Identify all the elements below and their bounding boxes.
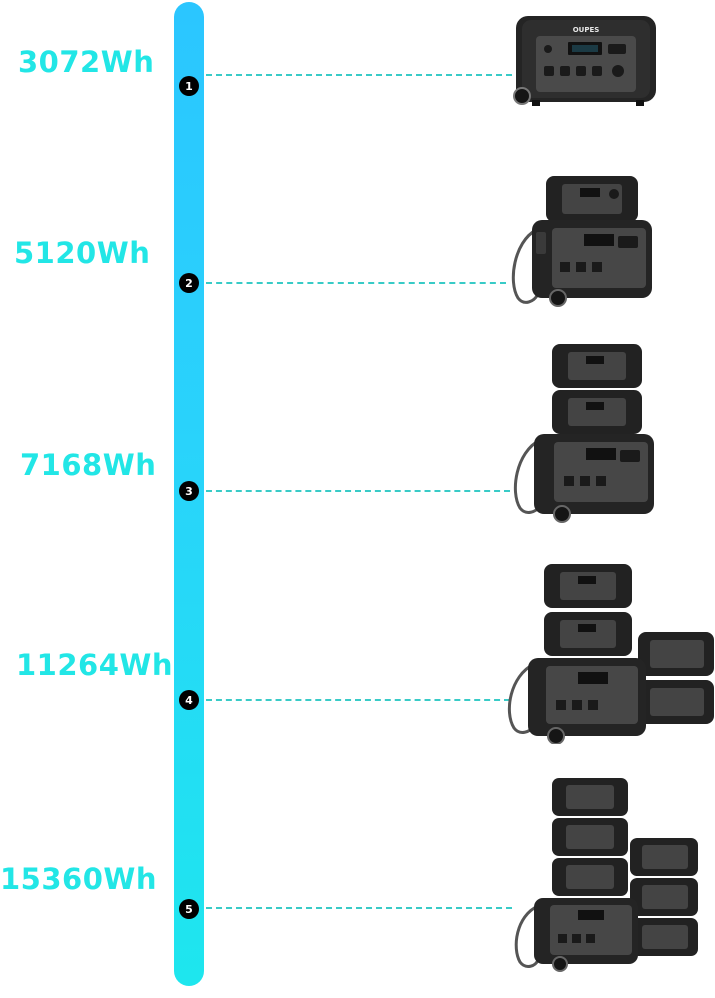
power-station-illustration-1: OUPES (513, 16, 656, 106)
connector-line-1 (206, 74, 512, 76)
step-marker-3: 3 (179, 481, 199, 501)
capacity-label-1: 3072Wh (18, 45, 155, 79)
brand-logo: OUPES (573, 26, 600, 34)
step-marker-1: 1 (179, 76, 199, 96)
connector-line-5 (206, 907, 512, 909)
capacity-label-3: 7168Wh (20, 448, 157, 482)
step-marker-4: 4 (179, 690, 199, 710)
capacity-label-4: 11264Wh (16, 648, 174, 682)
capacity-label-5: 15360Wh (0, 862, 158, 896)
power-station-illustration-2 (511, 176, 652, 307)
connector-line-3 (206, 490, 510, 492)
capacity-label-2: 5120Wh (14, 236, 151, 270)
power-station-illustration-5 (514, 778, 698, 972)
power-station-illustration-3 (513, 344, 654, 523)
step-marker-5: 5 (179, 899, 199, 919)
step-marker-2: 2 (179, 273, 199, 293)
connector-line-2 (206, 282, 506, 284)
connector-line-4 (206, 699, 510, 701)
power-station-illustration-4 (507, 564, 714, 744)
